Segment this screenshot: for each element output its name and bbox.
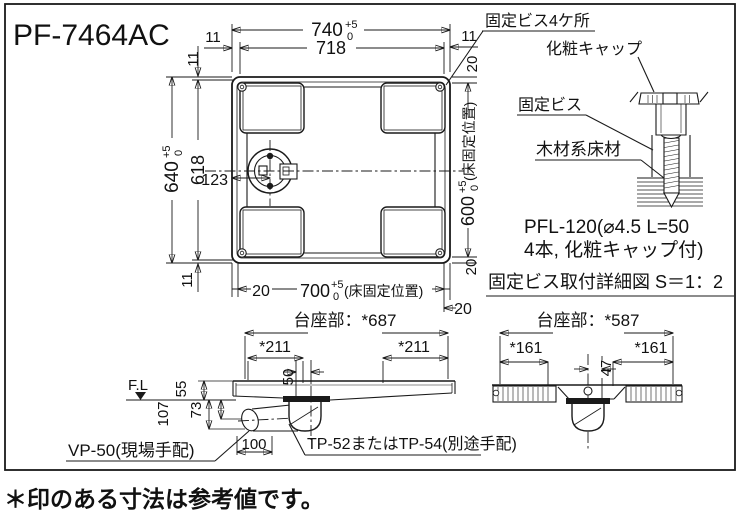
corner-platform-top-right [380, 82, 446, 134]
screw-detail-view: 化粧キャップ 固定ビス 木材系床材 [486, 40, 734, 297]
corner-screws [237, 82, 445, 258]
screw-shaft [663, 137, 680, 209]
tp-label: TP-52またはTP-54(別途手配) [307, 435, 517, 453]
front-section-view: 台座部：*687 *211 *211 50 F.L 55 107 73 [66, 311, 517, 462]
screw-count-note: 固定ビス4ケ所 [485, 12, 590, 30]
dim-123: 123 [201, 172, 228, 189]
dim-640-tol-plus: +5 [161, 145, 173, 158]
dim-11-left-bottom: 11 [179, 272, 196, 288]
side-dim-161-right: *161 [635, 340, 668, 357]
pfl-spec-line1: PFL-120(⌀4.5 L=50 [524, 217, 689, 238]
screw-label: 固定ビス [518, 96, 582, 114]
pfl-spec-line2: 4本, 化粧キャップ付) [524, 239, 703, 261]
dim-700-tol-minus: 0 [333, 291, 339, 303]
cap-label: 化粧キャップ [546, 40, 642, 58]
front-pedestal-label: 台座部：*687 [294, 311, 397, 330]
dim-700: 700 [300, 281, 330, 301]
dim-718: 718 [316, 38, 346, 58]
dim-618: 618 [188, 155, 208, 185]
drain-trap-front [288, 386, 322, 440]
decorative-cap [629, 91, 709, 136]
side-pan-profile [492, 384, 683, 404]
dim-20-right-top: 20 [464, 56, 481, 73]
dim-740: 740 [311, 20, 343, 41]
dim-700-suffix: (床固定位置) [344, 283, 423, 299]
front-dim-73: 73 [188, 402, 205, 419]
dim-740-tol-plus: +5 [345, 19, 358, 31]
side-dim-47: 47 [598, 360, 615, 377]
front-dim-100: 100 [241, 436, 266, 453]
front-dim-211-right: *211 [398, 339, 430, 356]
vp50-label: VP-50(現場手配) [68, 441, 195, 460]
side-dim-161-left: *161 [510, 340, 543, 357]
floor-level-marker [135, 392, 146, 400]
front-pan-profile [232, 380, 456, 402]
reference-note: ＊印のある寸法は参考値です。 [4, 486, 324, 512]
page-title: PF-7464AC [13, 19, 170, 52]
dim-640-tol-minus: 0 [173, 150, 185, 156]
corner-platform-bottom-right [380, 206, 446, 258]
floor-material-label: 木材系床材 [536, 140, 621, 159]
side-pedestal-label: 台座部：*587 [537, 311, 640, 330]
dim-11-top-left: 11 [205, 29, 221, 46]
front-dim-55: 55 [173, 381, 190, 398]
dim-600-tol-plus: +5 [457, 180, 469, 193]
dim-640: 640 [162, 161, 183, 193]
dim-740-tol-minus: 0 [347, 31, 353, 43]
dim-600: 600 [458, 196, 478, 226]
corner-platform-top-left [239, 82, 305, 134]
detail-title: 固定ビス取付詳細図 S＝1：2 [488, 272, 723, 292]
dim-20-right-bottom: 20 [463, 259, 480, 276]
front-dim-107: 107 [155, 401, 172, 426]
side-section-view: 台座部：*587 *161 *161 47 [492, 311, 683, 449]
front-dim-211-left: *211 [259, 339, 291, 356]
dim-20-bottom-left: 20 [252, 283, 270, 300]
front-dim-50: 50 [280, 369, 297, 386]
dim-700-tol-plus: +5 [331, 279, 344, 291]
dim-11-top-right: 11 [461, 28, 477, 45]
corner-platform-bottom-left [239, 206, 305, 258]
dim-11-left-top: 11 [185, 51, 202, 67]
drain-trap-side [571, 404, 605, 432]
floor-level-label: F.L [128, 377, 148, 394]
dim-600-suffix: (床固定位置) [461, 102, 477, 181]
dim-20-bottom-right: 20 [454, 301, 472, 318]
plan-dimensions: 740 +5 0 718 11 11 640 +5 0 618 11 11 12… [161, 12, 595, 318]
dim-600-tol-minus: 0 [469, 185, 481, 191]
plan-view [205, 76, 464, 264]
